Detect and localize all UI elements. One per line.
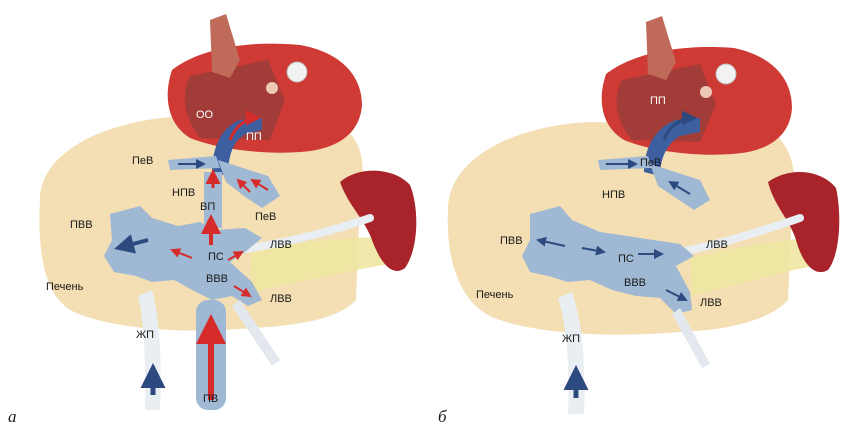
panel-b: ПП ПеВ НПВ ПВВ ЛВВ ПС ВВВ ЛВВ Печень ЖП … bbox=[438, 16, 840, 426]
portal-sinus-b bbox=[522, 206, 694, 314]
pancreas-shape-b bbox=[690, 236, 832, 296]
ivc-vessel-b bbox=[644, 118, 700, 176]
label-zhp: ЖП bbox=[136, 329, 154, 341]
ivc-vessel bbox=[212, 118, 262, 176]
label-ps-b: ПС bbox=[618, 253, 634, 265]
arrow-right-branch bbox=[227, 251, 244, 261]
spleen-shape-b bbox=[768, 171, 840, 273]
portal-sinus bbox=[104, 206, 262, 306]
label-liver-b: Печень bbox=[476, 289, 514, 301]
arrow-ivc-heart-b bbox=[662, 110, 697, 141]
panel-a: ОО ПП ПеВ НПВ ВП ПеВ ПВВ ПС ЛВВ ВВВ ЛВВ … bbox=[8, 14, 417, 426]
label-npv-b: НПВ bbox=[602, 189, 625, 201]
panel-a-letter: а bbox=[8, 407, 17, 426]
label-pev: ПеВ bbox=[132, 155, 153, 167]
label-pev-2: ПеВ bbox=[255, 211, 276, 223]
valve-ring-2 bbox=[266, 82, 278, 94]
label-vp: ВП bbox=[200, 201, 215, 213]
arrow-ps-right-b bbox=[581, 245, 606, 256]
arrow-rhv-2 bbox=[250, 178, 269, 191]
splenic-vein bbox=[236, 214, 374, 254]
panel-b-letter: б bbox=[438, 407, 447, 426]
extra-vessel bbox=[232, 300, 280, 366]
arrow-pvv-left-b bbox=[536, 236, 566, 247]
label-pp: ПП bbox=[246, 131, 262, 143]
aorta-b bbox=[646, 16, 676, 80]
aorta bbox=[210, 14, 240, 78]
label-lvv: ЛВВ bbox=[270, 239, 292, 251]
hepatic-vein-right bbox=[218, 160, 280, 208]
spleen-shape bbox=[340, 170, 417, 272]
valve-ring-b-2 bbox=[700, 86, 712, 98]
label-liver: Печень bbox=[46, 281, 84, 293]
label-oo: ОО bbox=[196, 109, 214, 121]
arrow-lower-right bbox=[233, 285, 252, 298]
arrow-rhv-b bbox=[668, 180, 691, 195]
label-zhp-b: ЖП bbox=[562, 333, 580, 345]
extra-vessel-b bbox=[672, 308, 710, 368]
label-lvv-b: ЛВВ bbox=[706, 239, 728, 251]
liver-shape-b bbox=[447, 122, 795, 335]
pancreas-shape bbox=[250, 236, 402, 292]
arrow-left-branch bbox=[170, 248, 193, 259]
label-ps: ПС bbox=[208, 251, 224, 263]
label-pev-b: ПеВ bbox=[640, 157, 661, 169]
label-vvv-b: ВВВ bbox=[624, 277, 646, 289]
label-lvv-2: ЛВВ bbox=[270, 293, 292, 305]
arrow-rhv-1 bbox=[236, 178, 251, 193]
label-npv: НПВ bbox=[172, 187, 195, 199]
arrow-ivc-heart bbox=[228, 110, 261, 141]
arrow-pvv-left bbox=[114, 234, 149, 254]
label-pvv: ПВВ bbox=[70, 219, 93, 231]
splenic-vein-b bbox=[676, 214, 804, 256]
arrow-lower-right-b bbox=[665, 289, 688, 301]
label-lvv-2-b: ЛВВ bbox=[700, 297, 722, 309]
label-vvv: ВВВ bbox=[206, 273, 228, 285]
label-pp-b: ПП bbox=[650, 95, 666, 107]
valve-ring-b bbox=[715, 63, 737, 85]
label-pv: ПВ bbox=[203, 393, 218, 405]
valve-ring bbox=[286, 61, 308, 83]
label-pvv-b: ПВВ bbox=[500, 235, 523, 247]
